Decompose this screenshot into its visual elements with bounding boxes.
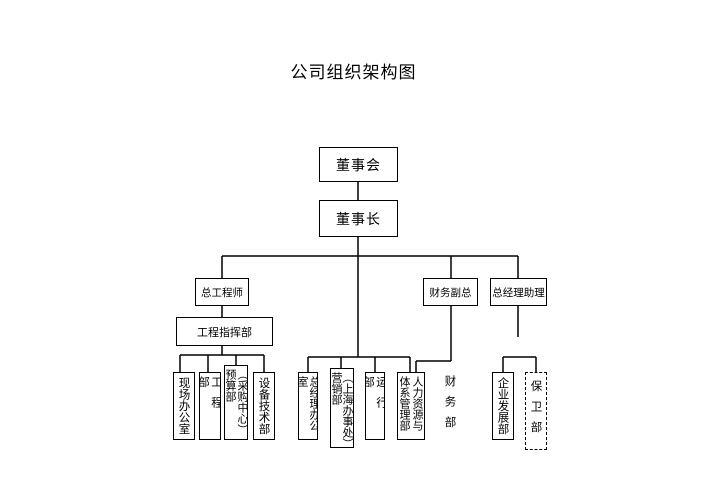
engineering-dept-box: 工程部 [199, 372, 221, 440]
engineering-command-box: 工程指挥部 [176, 317, 273, 346]
site-office-box: 现场办公室 [173, 372, 195, 440]
security-dept-box: 保卫部 [525, 372, 547, 450]
chief-engineer-box: 总工程师 [195, 278, 249, 306]
gm-office-box: 总经理办公室 [298, 372, 318, 440]
finance-dept-label: 财务部 [440, 372, 460, 440]
finance-vp-box: 财务副总 [423, 278, 478, 306]
operations-dept-box: 运行部 [365, 372, 385, 440]
budget-dept-box: （采购中心）预算部 [224, 365, 248, 440]
hr-system-dept-box: 人力资源与体系管理部 [397, 372, 425, 440]
chairman-box: 董事长 [319, 200, 398, 237]
gm-assistant-box: 总经理助理 [490, 278, 547, 306]
sales-dept-box: （上海办事处）营销部 [330, 368, 354, 448]
page-title: 公司组织架构图 [290, 63, 417, 83]
board-of-directors-box: 董事会 [319, 147, 398, 182]
equipment-tech-dept-box: 设备技术部 [253, 372, 275, 440]
enterprise-dev-dept-box: 企业发展部 [492, 372, 514, 440]
